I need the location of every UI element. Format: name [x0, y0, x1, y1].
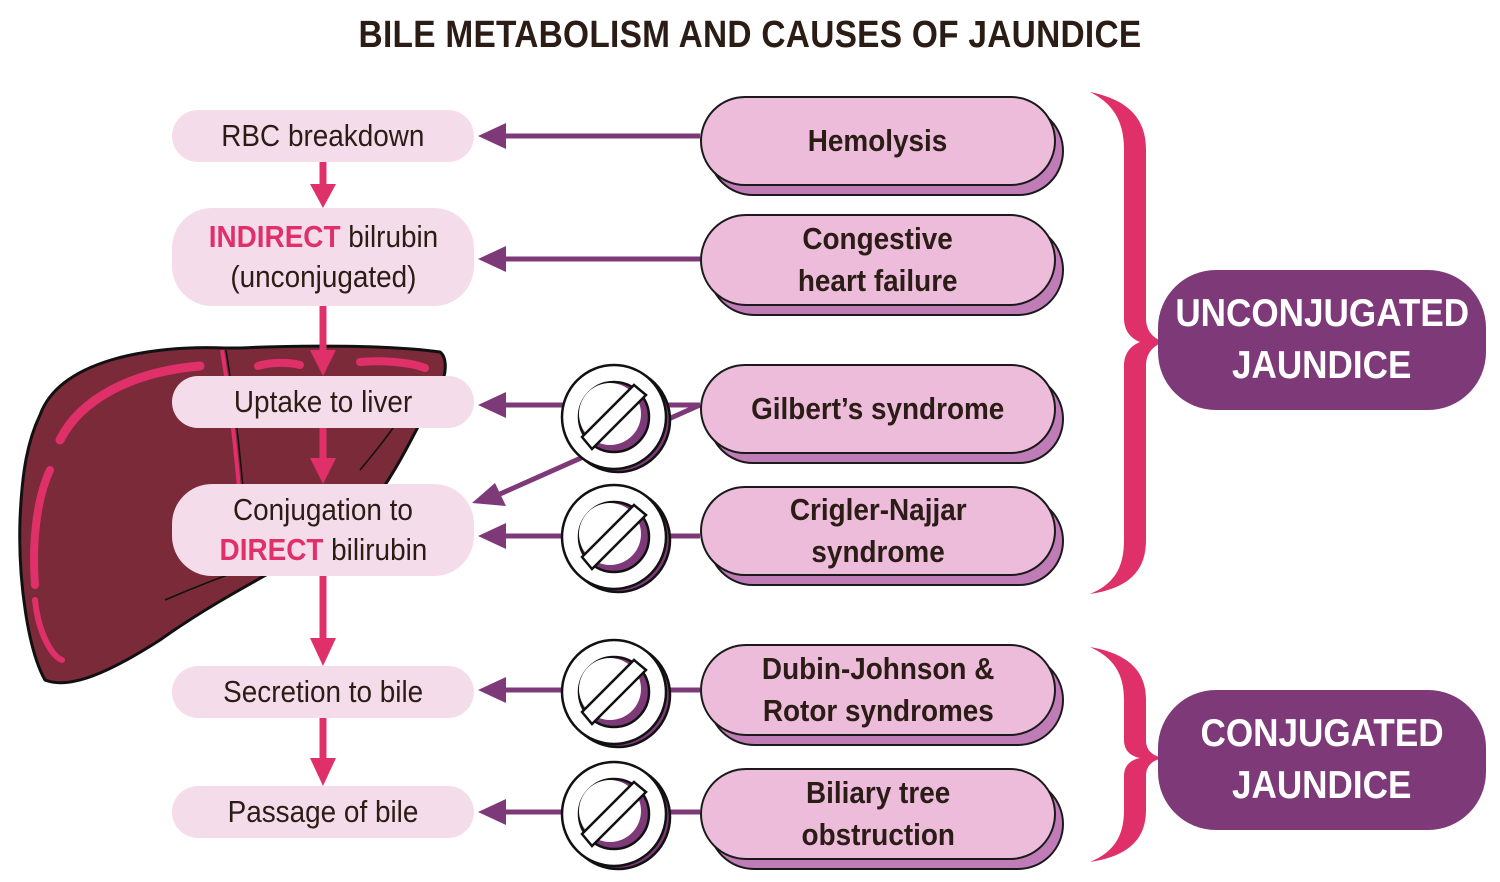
cause-hemolysis: Hemolysis — [700, 96, 1064, 196]
step-label: Uptake to liver — [233, 384, 413, 419]
no-entry-icon — [560, 483, 672, 594]
cause-congestive-heart-failure: Congestive heart failure — [700, 214, 1064, 316]
cause-arrow-chf — [478, 246, 700, 272]
cause-label: syndrome — [811, 534, 945, 569]
cause-gilberts-syndrome: Gilbert’s syndrome — [700, 364, 1064, 464]
highlight-indirect: INDIRECT — [208, 219, 341, 254]
highlight-direct: DIRECT — [219, 532, 323, 567]
step-label: bilirubin — [322, 532, 427, 567]
category-label: CONJUGATED — [1200, 712, 1444, 755]
brace-unconjugated — [1090, 92, 1164, 594]
step-label: Conjugation to — [233, 492, 413, 527]
cause-label: Rotor syndromes — [762, 693, 994, 728]
step-indirect-bilirubin: INDIRECT bilrubin (unconjugated) — [172, 208, 474, 306]
no-entry-icon — [560, 638, 672, 749]
step-passage-of-bile: Passage of bile — [172, 786, 474, 838]
cause-label: Dubin-Johnson & — [761, 651, 995, 686]
cause-label: heart failure — [798, 263, 958, 298]
flow-arrow — [310, 428, 336, 484]
flow-arrow — [310, 576, 336, 666]
cause-label: obstruction — [801, 817, 955, 852]
brace-conjugated — [1090, 647, 1164, 862]
step-secretion-to-bile: Secretion to bile — [172, 666, 474, 718]
step-rbc-breakdown: RBC breakdown — [172, 110, 474, 162]
step-label: bilrubin — [340, 219, 438, 254]
cause-label: Gilbert’s syndrome — [751, 391, 1005, 426]
diagram-title: BILE METABOLISM AND CAUSES OF JAUNDICE — [358, 14, 1142, 56]
category-conjugated-jaundice: CONJUGATED JAUNDICE — [1158, 690, 1486, 830]
cause-crigler-najjar: Crigler-Najjar syndrome — [700, 486, 1064, 586]
cause-label: Congestive — [802, 221, 954, 256]
cause-label: Hemolysis — [808, 123, 948, 158]
cause-label: Biliary tree — [805, 775, 951, 810]
step-label: RBC breakdown — [221, 118, 425, 153]
category-label: UNCONJUGATED — [1175, 292, 1469, 335]
cause-biliary-tree-obstruction: Biliary tree obstruction — [700, 768, 1064, 870]
step-conjugation: Conjugation to DIRECT bilirubin — [172, 484, 474, 576]
step-label: (unconjugated) — [229, 259, 417, 294]
no-entry-icon — [560, 363, 672, 474]
step-uptake-to-liver: Uptake to liver — [172, 376, 474, 428]
cause-dubin-johnson-rotor: Dubin-Johnson & Rotor syndromes — [700, 644, 1064, 746]
cause-label: Crigler-Najjar — [789, 492, 967, 527]
no-entry-icon — [560, 760, 672, 871]
flow-arrow — [310, 306, 336, 376]
step-label: Secretion to bile — [222, 674, 424, 709]
cause-arrow-hemolysis — [478, 123, 700, 149]
category-unconjugated-jaundice: UNCONJUGATED JAUNDICE — [1158, 270, 1486, 410]
flow-arrow — [310, 718, 336, 786]
flow-arrow — [310, 162, 336, 208]
step-label: Passage of bile — [227, 794, 419, 829]
category-label: JAUNDICE — [1232, 764, 1412, 807]
category-label: JAUNDICE — [1232, 344, 1412, 387]
